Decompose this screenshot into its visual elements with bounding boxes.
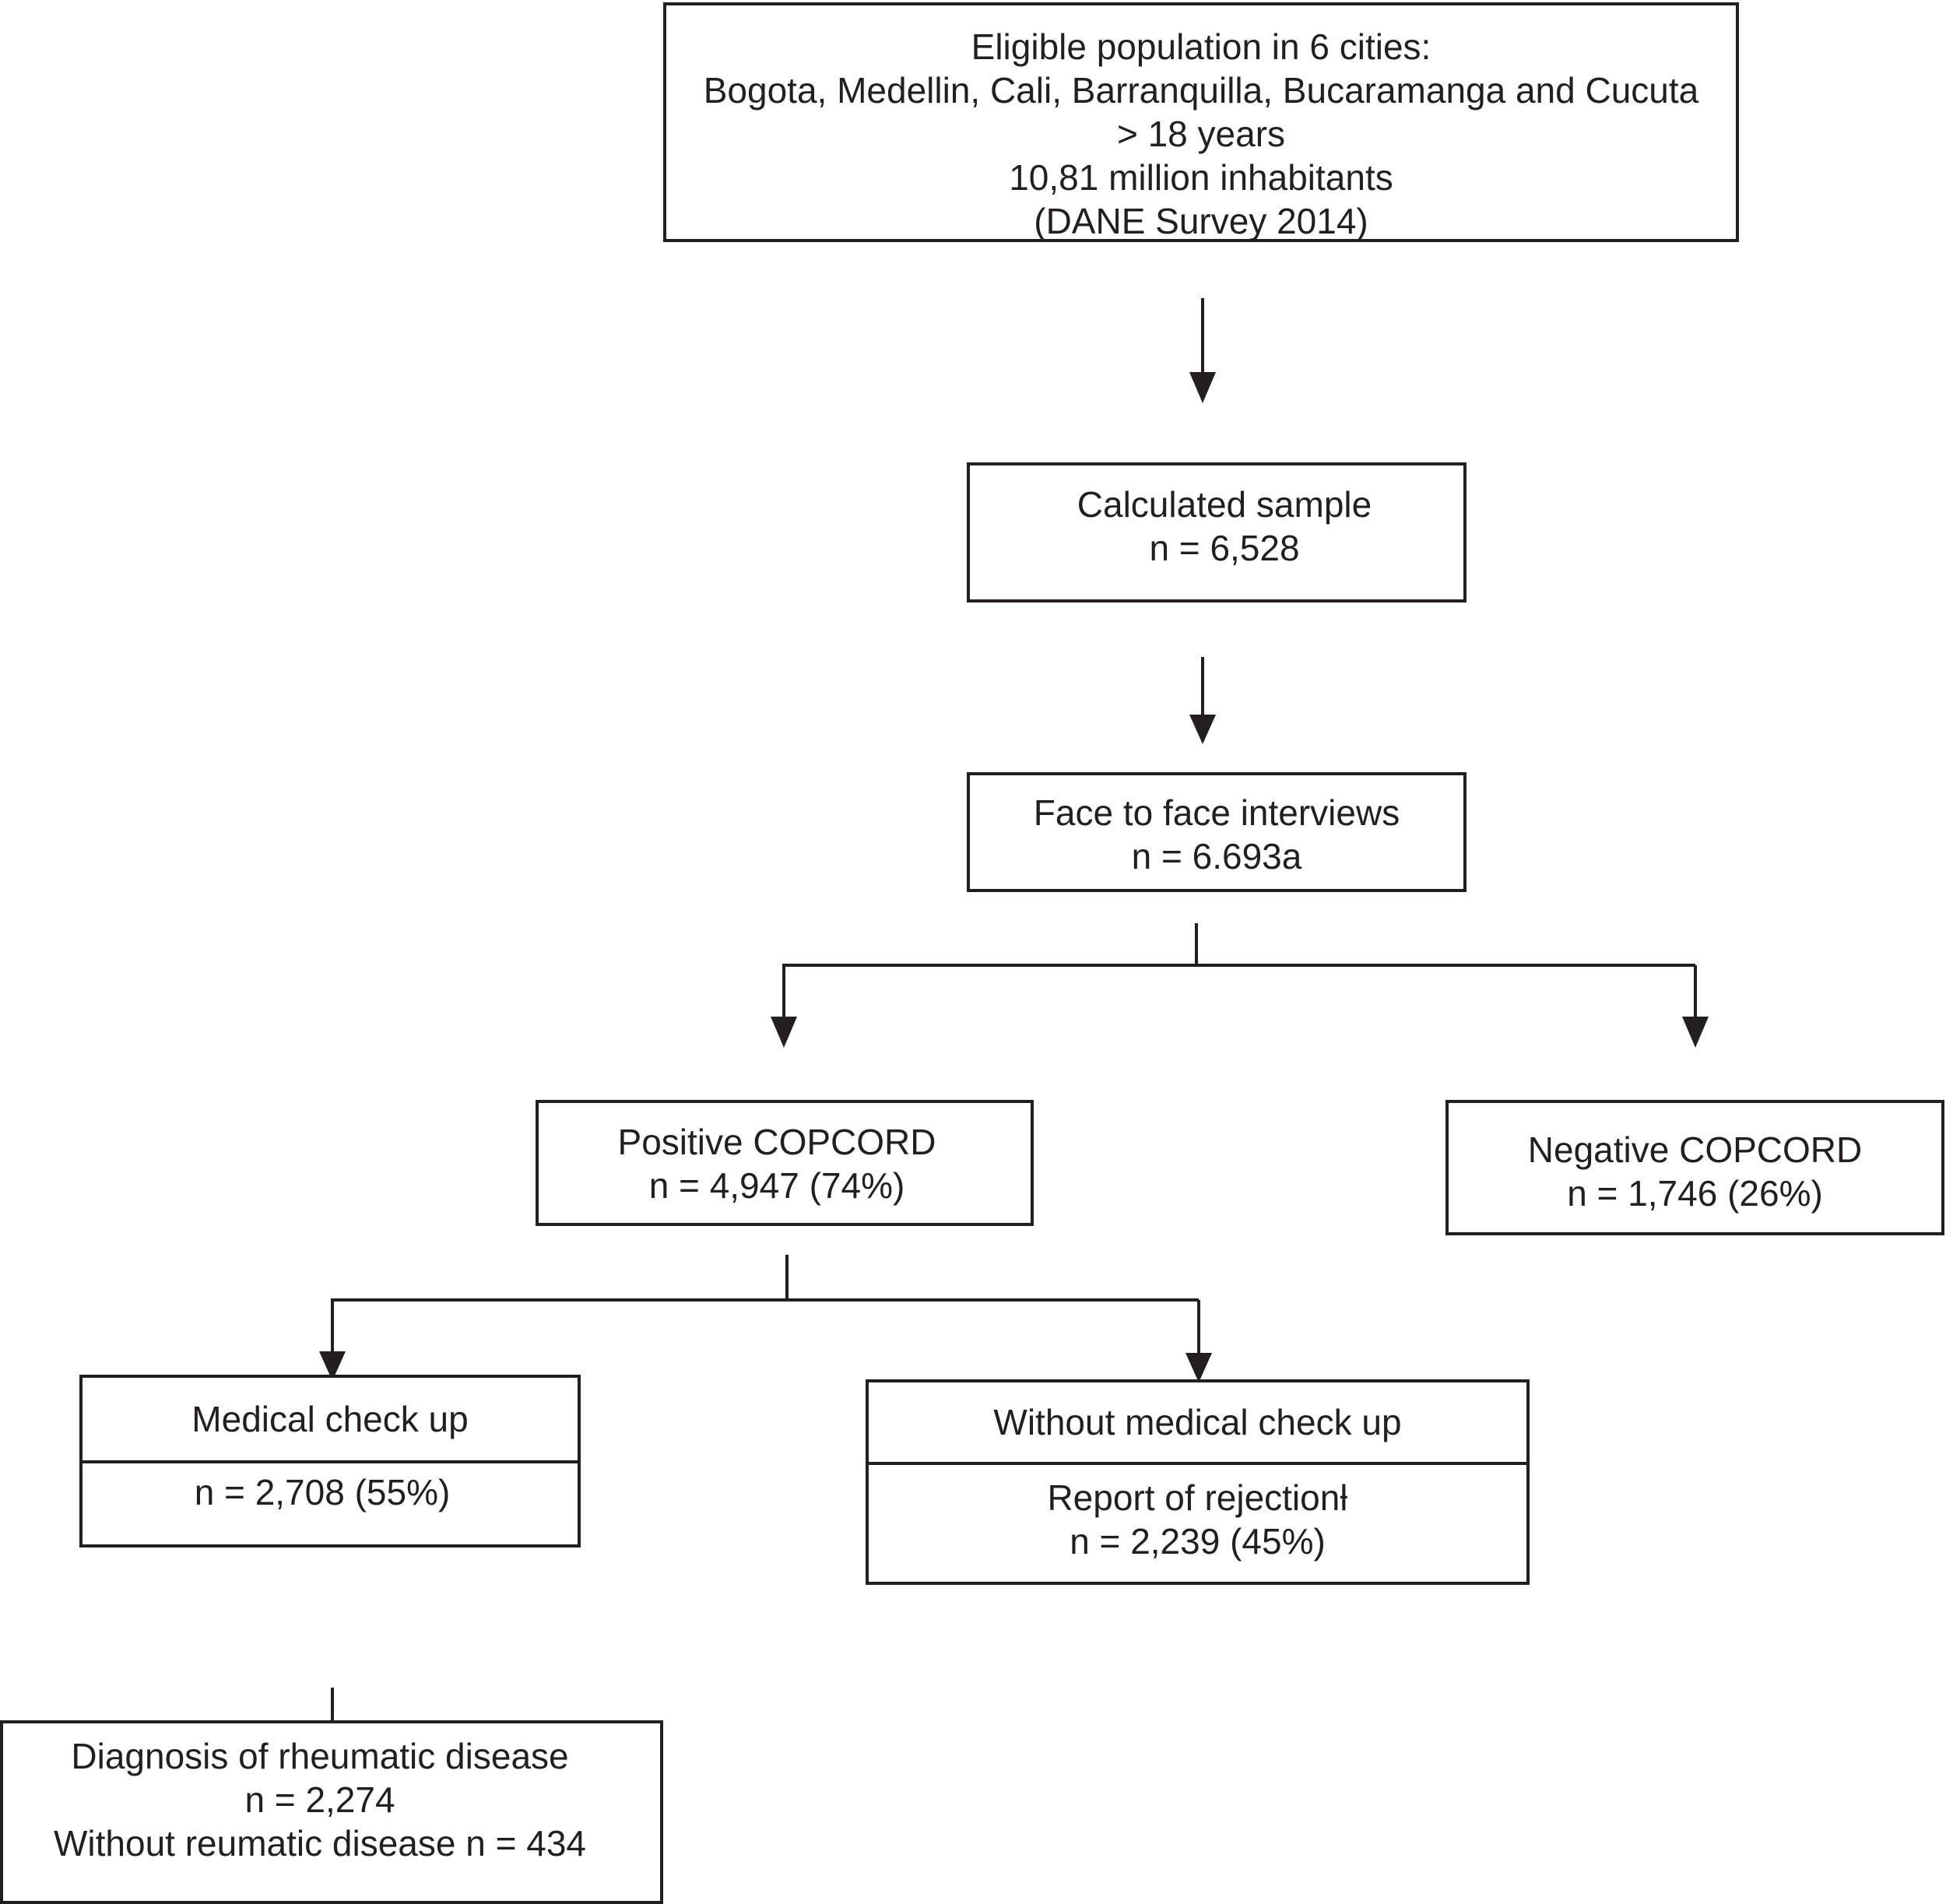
rejection-count: n = 2,239 (45%) [1070,1521,1326,1561]
without-checkup-box: Without medical check up Report of rejec… [866,1379,1530,1585]
no-checkup-title-cell: Without medical check up [869,1382,1526,1462]
rejection-label: Report of rejectionƚ [1047,1477,1348,1518]
interviews-count: n = 6.693a [1131,836,1302,876]
sample-title: Calculated sample [1077,484,1372,525]
medical-checkup-box: Medical check up n = 2,708 (55%) [79,1375,581,1547]
arrowhead-checkup [319,1351,346,1381]
arrowhead-interviews [1189,715,1216,744]
no-checkup-divider [869,1462,1526,1465]
arrowhead-positive [771,1017,797,1048]
no-checkup-title: Without medical check up [993,1402,1402,1442]
checkup-title: Medical check up [191,1399,469,1439]
diagnosis-without: Without reumatic disease n = 434 [54,1823,586,1864]
diagnosis-title: Diagnosis of rheumatic disease [71,1736,569,1776]
checkup-title-cell: Medical check up [83,1378,578,1460]
eligible-line-4: 10,81 million inhabitants [1009,157,1393,198]
checkup-value: n = 2,708 (55%) [194,1472,451,1512]
sample-count: n = 6,528 [1149,528,1300,568]
diagnosis-box: Diagnosis of rheumatic disease n = 2,274… [0,1720,663,1904]
negative-title: Negative COPCORD [1527,1129,1863,1170]
arrowhead-negative [1682,1017,1709,1048]
calculated-sample-box: Calculated sample n = 6,528 [967,462,1467,602]
eligible-line-3: > 18 years [1116,114,1286,154]
eligible-line-2: Bogota, Medellin, Cali, Barranquilla, Bu… [703,70,1699,111]
eligible-population-box: Eligible population in 6 cities: Bogota,… [663,2,1739,242]
no-checkup-value-cell: Report of rejectionƚ n = 2,239 (45%) [869,1465,1526,1582]
negative-count: n = 1,746 (26%) [1567,1173,1823,1214]
interviews-title: Face to face interviews [1033,792,1400,833]
positive-copcord-box: Positive COPCORD n = 4,947 (74%) [536,1100,1034,1226]
negative-copcord-box: Negative COPCORD n = 1,746 (26%) [1445,1100,1944,1235]
checkup-value-cell: n = 2,708 (55%) [83,1463,578,1544]
positive-title: Positive COPCORD [617,1122,936,1162]
checkup-divider [83,1460,578,1463]
arrowhead-no-checkup [1186,1353,1212,1382]
positive-count: n = 4,947 (74%) [648,1165,905,1206]
diagnosis-count: n = 2,274 [244,1779,395,1820]
eligible-line-5: (DANE Survey 2014) [1034,201,1368,241]
eligible-line-1: Eligible population in 6 cities: [971,26,1431,67]
arrowhead-sample [1189,372,1216,403]
interviews-box: Face to face interviews n = 6.693a [967,772,1467,892]
